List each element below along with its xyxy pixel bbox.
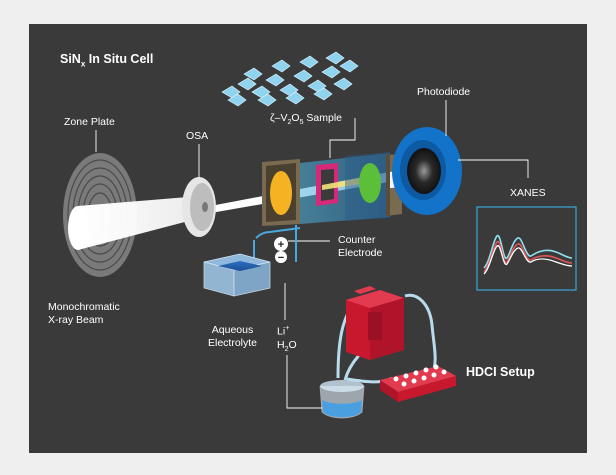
xanes-label: XANES [510,187,546,199]
leader-lines [95,100,529,409]
osa-aperture [182,177,216,237]
polarity-badge: + − [274,237,288,264]
manifold-board [380,364,456,402]
li-sup: + [285,325,290,332]
title-rest: In Situ Cell [85,52,154,66]
diagram-title: SiNx In Situ Cell [60,53,153,71]
in-situ-cell [262,152,402,226]
counter-line1: Counter [338,234,376,246]
electrolyte-label: Aqueous Electrolyte [208,324,257,350]
plus-sign: + [278,239,284,251]
electrolyte-reservoir [203,253,271,297]
water-h: H [277,338,285,351]
osa-label: OSA [186,130,209,142]
electrolyte-line1: Aqueous [211,324,254,336]
beam-label: Monochromatic X-ray Beam [48,301,120,327]
electrolyte-beaker [319,380,365,419]
minus-sign: − [278,252,284,264]
sample-suffix: Sample [303,112,342,124]
title-text: SiN [60,52,81,66]
hdci-pump [346,286,404,360]
water-sub: 2 [284,345,289,353]
photodiode-label: Photodiode [417,86,471,98]
water-o: O [288,338,297,351]
beam-line2: X-ray Beam [48,314,104,326]
ions-label: Li+ H2O [277,322,297,356]
zone-plate-label: Zone Plate [64,116,115,128]
sample-sub2: 5 [299,119,304,127]
v2o5-crystal-structure [221,51,359,107]
counter-electrode-label: Counter Electrode [338,234,382,260]
sample-prefix: ζ–V [270,112,288,124]
counter-line2: Electrode [338,247,383,259]
li-text: Li [277,325,286,338]
beam-line1: Monochromatic [48,301,120,313]
sample-sub1: 2 [287,119,292,127]
photodiode [392,127,462,215]
xanes-plot [476,206,577,291]
sample-label: ζ–V2O5 Sample [270,112,342,129]
electrolyte-line2: Electrolyte [208,337,258,349]
title-subscript: x [80,59,86,69]
hdci-label: HDCI Setup [466,365,535,379]
sample-mid: O [291,112,300,124]
